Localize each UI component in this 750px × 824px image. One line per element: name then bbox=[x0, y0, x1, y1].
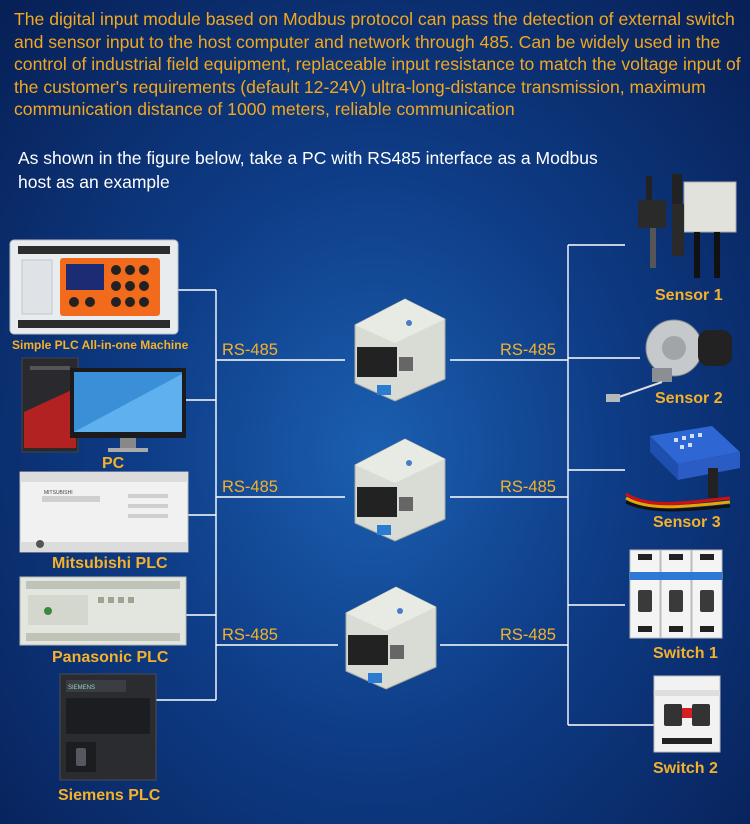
rs485-label-right-3: RS-485 bbox=[500, 626, 556, 644]
rs485-label-left-2: RS-485 bbox=[222, 478, 278, 496]
sensor-2-draw-wire bbox=[606, 319, 732, 402]
label-switch-1: Switch 1 bbox=[653, 645, 718, 662]
subintro-text: As shown in the figure below, take a PC … bbox=[18, 148, 598, 192]
switch-1-breaker bbox=[629, 549, 723, 639]
label-sensor-2: Sensor 2 bbox=[655, 390, 723, 407]
io-module-1 bbox=[354, 298, 446, 402]
siemens-plc: SIEMENS bbox=[59, 673, 157, 781]
rs485-label-left-3: RS-485 bbox=[222, 626, 278, 644]
plc-all-in-one-machine bbox=[9, 239, 179, 335]
rs485-label-left-1: RS-485 bbox=[222, 341, 278, 359]
switch-2-breaker bbox=[653, 675, 721, 753]
label-sensor-3: Sensor 3 bbox=[653, 514, 721, 531]
label-plc-all-in-one: Simple PLC All-in-one Machine bbox=[12, 338, 189, 352]
label-siemens-plc: Siemens PLC bbox=[58, 787, 161, 804]
panasonic-plc bbox=[19, 576, 187, 646]
mitsubishi-brand-mark: MITSUBISHI bbox=[44, 490, 73, 496]
rs485-label-right-2: RS-485 bbox=[500, 478, 556, 496]
intro-text: The digital input module based on Modbus… bbox=[14, 9, 741, 120]
label-sensor-1: Sensor 1 bbox=[655, 287, 723, 304]
mitsubishi-plc: MITSUBISHI bbox=[19, 471, 189, 553]
label-panasonic-plc: Panasonic PLC bbox=[52, 649, 169, 666]
label-switch-2: Switch 2 bbox=[653, 760, 718, 777]
sensor-1-displacement bbox=[638, 174, 737, 278]
rs485-label-right-1: RS-485 bbox=[500, 341, 556, 359]
io-module-3 bbox=[345, 586, 437, 690]
label-mitsubishi-plc: Mitsubishi PLC bbox=[52, 555, 168, 572]
io-module-2 bbox=[354, 438, 446, 542]
sensor-3-temp-humidity bbox=[625, 426, 740, 512]
pc-computer bbox=[21, 357, 186, 453]
label-pc: PC bbox=[102, 455, 125, 472]
siemens-brand-mark: SIEMENS bbox=[68, 685, 95, 691]
